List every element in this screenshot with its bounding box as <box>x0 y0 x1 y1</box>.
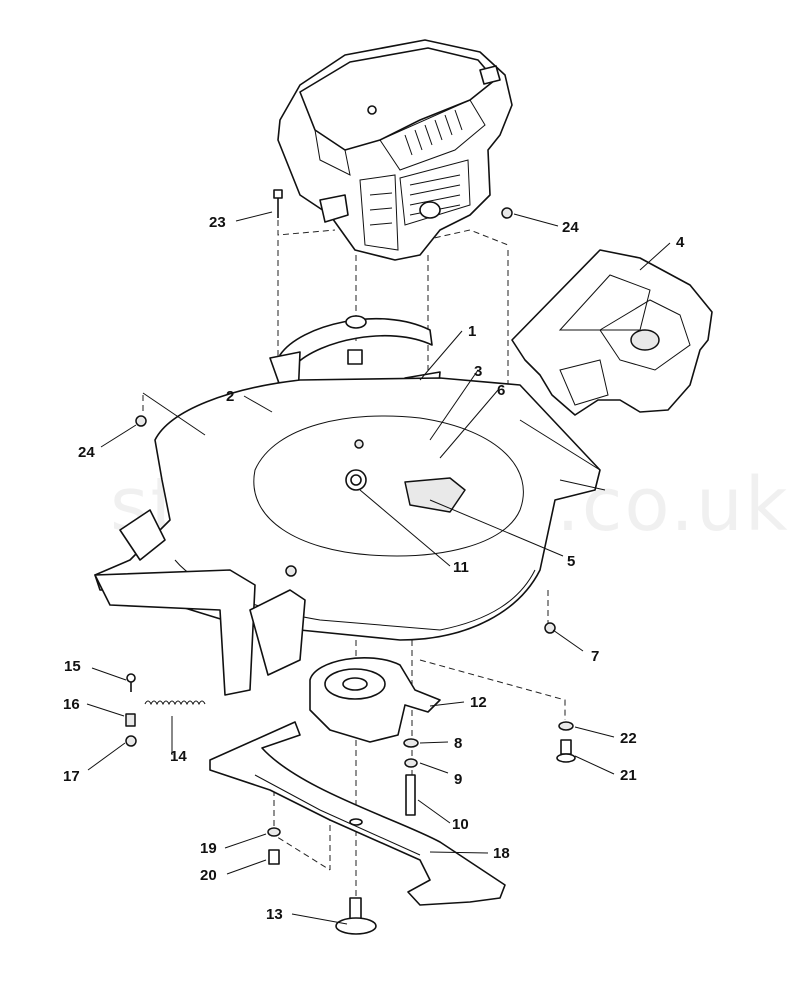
blade-clutch-part <box>309 657 441 743</box>
bolt-21-part <box>556 739 576 763</box>
callout-2: 2 <box>226 388 234 405</box>
callout-16: 16 <box>63 696 80 713</box>
callout-6: 6 <box>497 382 505 399</box>
callout-8: 8 <box>454 735 462 752</box>
callout-11: 11 <box>453 559 469 576</box>
callout-22: 22 <box>620 730 637 747</box>
callout-4: 4 <box>676 234 685 251</box>
leader-lines <box>86 211 671 925</box>
nut-24-right-part <box>501 207 513 219</box>
rear-deflector-part <box>511 249 713 416</box>
bolt-23-part <box>273 189 283 218</box>
callout-24-left: 24 <box>78 444 95 461</box>
callout-13: 13 <box>266 906 283 923</box>
callout-7: 7 <box>591 648 599 665</box>
blade-part <box>209 721 506 906</box>
callout-labels: 1 2 3 4 5 6 7 8 9 10 11 12 13 14 15 16 1… <box>63 214 685 923</box>
callout-1: 1 <box>468 323 476 340</box>
shaft-10-part <box>405 774 416 816</box>
callout-23: 23 <box>209 214 226 231</box>
mower-deck-part <box>94 377 606 696</box>
callout-18: 18 <box>493 845 510 862</box>
spacer-16-part <box>125 713 136 727</box>
washer-19-part <box>267 827 281 837</box>
washer-8-part <box>403 738 419 748</box>
nut-17-part <box>125 735 137 747</box>
nut-24-left-part <box>135 415 147 427</box>
bolt-20-part <box>268 849 280 865</box>
callout-12: 12 <box>470 694 487 711</box>
callout-17: 17 <box>63 768 80 785</box>
washer-22-part <box>558 721 574 731</box>
screw-15-part <box>126 673 136 692</box>
nut-7-part <box>544 622 556 634</box>
washer-9-part <box>404 758 418 768</box>
callout-9: 9 <box>454 771 462 788</box>
blade-bolt-13-part <box>335 897 377 935</box>
engine-assembly <box>277 39 513 261</box>
callout-19: 19 <box>200 840 217 857</box>
callout-10: 10 <box>452 816 469 833</box>
callout-15: 15 <box>64 658 81 675</box>
callout-14: 14 <box>170 748 187 765</box>
callout-3: 3 <box>474 363 482 380</box>
callout-21: 21 <box>620 767 637 784</box>
callout-5: 5 <box>567 553 575 570</box>
callout-20: 20 <box>200 867 217 884</box>
callout-24-right: 24 <box>562 219 579 236</box>
spring-14-part <box>144 700 206 706</box>
